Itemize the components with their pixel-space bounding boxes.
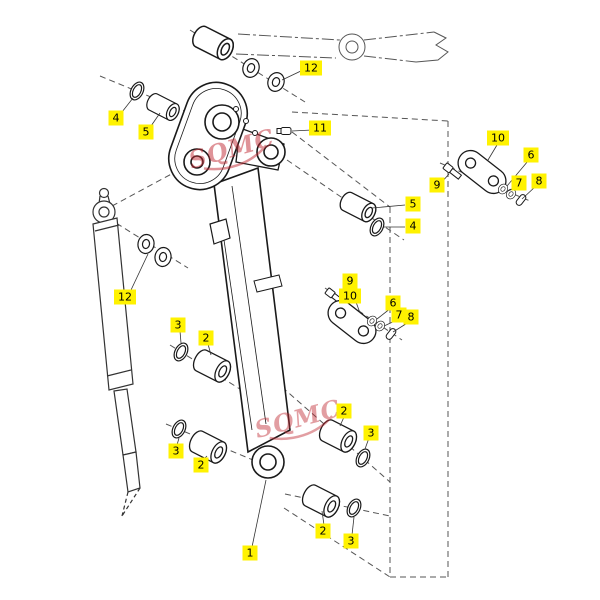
callout-8[interactable]: 8 [531,173,547,189]
callout-6[interactable]: 6 [385,295,401,311]
callout-7[interactable]: 7 [391,307,407,323]
callout-6[interactable]: 6 [523,147,539,163]
boom-phantom [235,31,449,63]
arm-head-boss [204,104,240,140]
callout-3[interactable]: 3 [363,425,379,441]
callout-7[interactable]: 7 [511,175,527,191]
callout-2[interactable]: 2 [193,457,209,473]
arm-bracket-step [209,218,231,245]
callout-11[interactable]: 11 [309,120,331,136]
callout-3[interactable]: 3 [170,317,186,333]
callout-5[interactable]: 5 [138,124,154,140]
boom-bracket-hook [415,31,449,63]
callout-3[interactable]: 3 [343,533,359,549]
callout-12[interactable]: 12 [114,289,136,305]
callout-4[interactable]: 4 [108,110,124,126]
arm-link-boss [256,137,286,167]
cylinder-barrel [92,217,134,391]
callout-2[interactable]: 2 [198,330,214,346]
callout-9[interactable]: 9 [342,273,358,289]
cylinder-port [98,187,110,199]
callout-10[interactable]: 10 [339,288,361,304]
callout-4[interactable]: 4 [405,218,421,234]
grease-bolt [276,127,292,135]
callout-3[interactable]: 3 [168,443,184,459]
arm-head-lower-boss [183,148,211,176]
arm-body [213,166,291,454]
callout-12[interactable]: 12 [300,60,322,76]
callout-2[interactable]: 2 [336,403,352,419]
cylinder-rod-tip [121,487,141,517]
arm-wear-plate [253,274,283,293]
callout-1[interactable]: 1 [242,545,258,561]
hydraulic-cylinder [92,187,141,517]
arm-bottom-boss [251,445,285,479]
callout-8[interactable]: 8 [403,309,419,325]
callout-10[interactable]: 10 [487,130,509,146]
callout-5[interactable]: 5 [405,196,421,212]
callout-2[interactable]: 2 [315,523,331,539]
callout-9[interactable]: 9 [429,177,445,193]
